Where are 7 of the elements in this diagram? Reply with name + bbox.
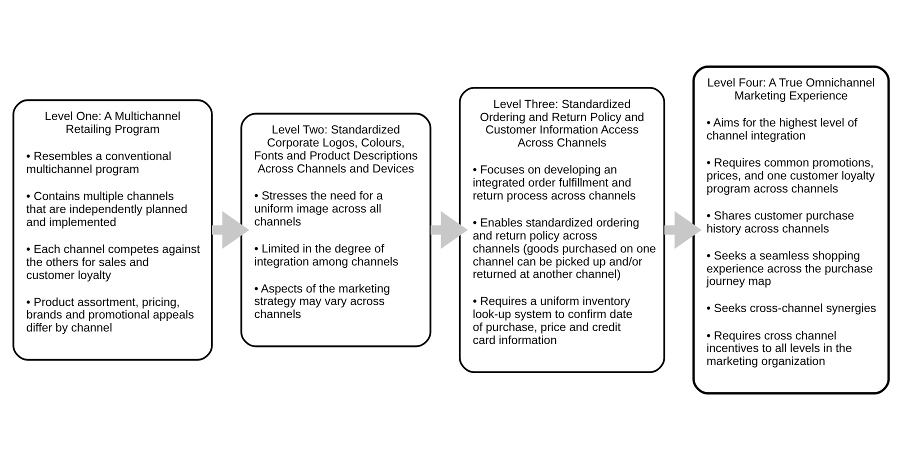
arrow xyxy=(212,210,250,248)
node-box: Level Three: Standardized Ordering and Return Policy and Customer Information Access Across Channels • Focuses on developing an integrated order fulfillment and return process across channels • Enables standardized ordering and return policy across channels (goods purchased on one channel can be picked up and/or returned at another channel) • Requires a uniform inventory look-up system to confirm date of purchase, price and credit card information xyxy=(458,86,666,373)
node-box: Level Four: A True Omnichannel Marketing Experience • Aims for the highest level of channel integration • Requires common promotions, prices, and one customer loyalty program across channels • Shares customer purchase history across channels • Seeks a seamless shopping experience across the purchase journey map • Seeks cross-channel synergies • Requires cross channel incentives to all levels in the marketing organization xyxy=(692,65,890,394)
arrow xyxy=(430,210,468,248)
node-box: Level Two: Standardized Corporate Logos, Colours, Fonts and Product Descriptions Across Channels and Devices • Stresses the need for a uniform image across all channels • Limited in the degree of integration among channels • Aspects of the marketing strategy may vary across channels xyxy=(240,112,432,347)
node-box: Level One: A Multichannel Retailing Program • Resembles a conventional multichannel program • Contains multiple channels that are independently planned and implemented • Each channel competes against the others for sales and customer loyalty • Product assortment, pricing, brands and promotional appeals differ by channel xyxy=(12,98,213,360)
arrow xyxy=(664,210,702,248)
